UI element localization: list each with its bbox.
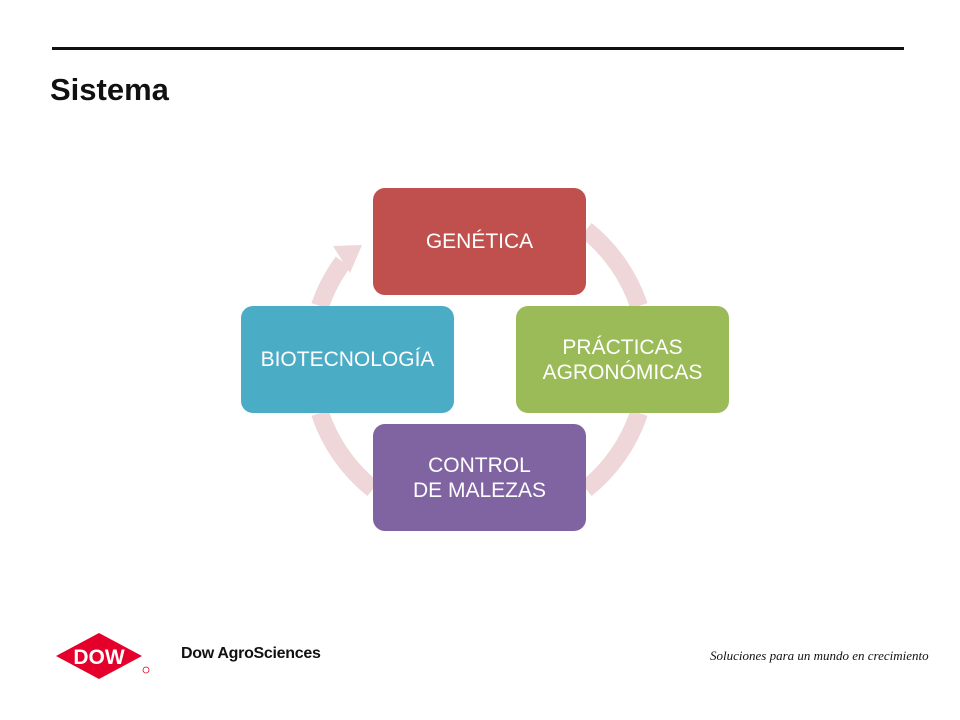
node-biotecnologia: BIOTECNOLOGÍA (241, 306, 454, 413)
node-genetica: GENÉTICA (373, 188, 586, 295)
node-control-de-malezas: CONTROL DE MALEZAS (373, 424, 586, 531)
page-title: Sistema (50, 72, 169, 107)
cycle-arc-control-biotec (311, 409, 379, 497)
brand-name: Dow AgroSciences (181, 645, 321, 662)
dow-logo: DOW (56, 633, 150, 679)
cycle-arc-practicas-control (580, 409, 648, 497)
tagline: Soluciones para un mundo en crecimiento (710, 648, 929, 663)
cycle-arc-genetica-practicas (580, 222, 648, 310)
node-practicas-agronomicas: PRÁCTICAS AGRONÓMICAS (516, 306, 729, 413)
cycle-arrowhead-icon (333, 245, 362, 273)
dow-logo-text: DOW (73, 646, 125, 669)
cycle-arc-biotec-genetica (311, 256, 351, 310)
header-rule (52, 47, 904, 50)
